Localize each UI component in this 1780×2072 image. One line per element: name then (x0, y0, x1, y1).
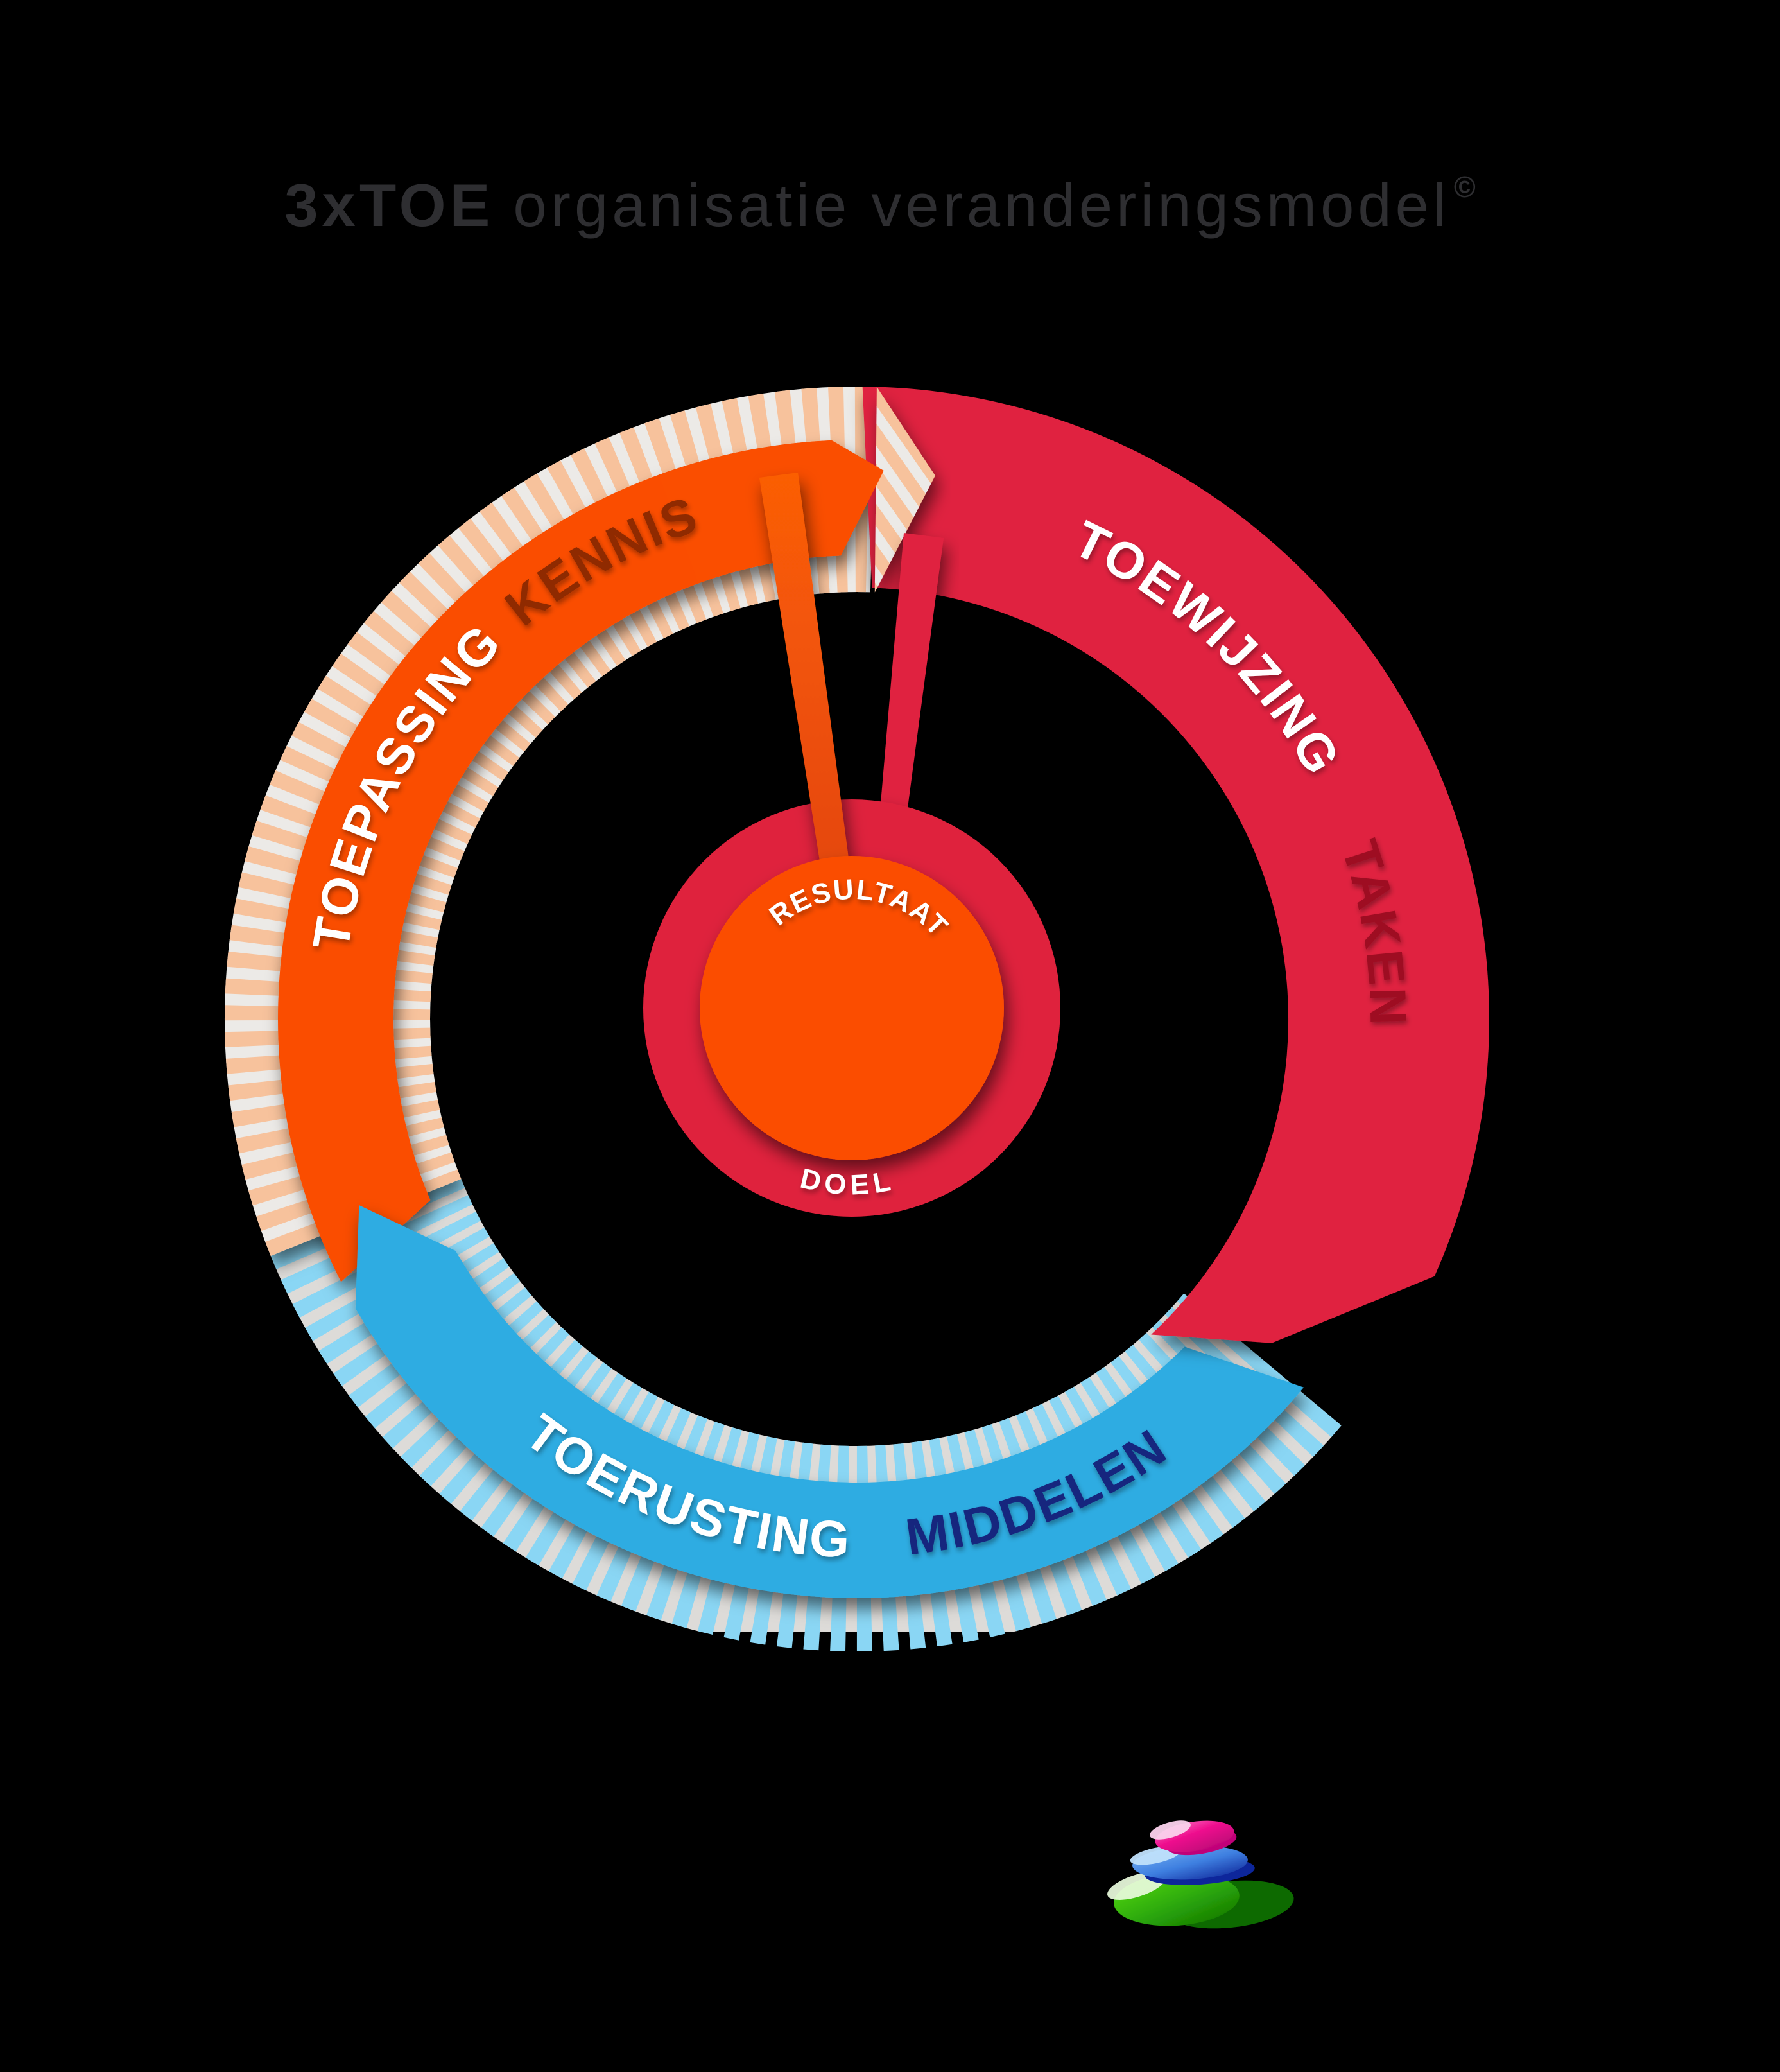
center-resultaat-circle (700, 856, 1004, 1160)
balancing-stones-logo (1107, 1820, 1294, 1929)
stone-blue-highlight (1130, 1846, 1181, 1865)
page-title: 3xTOE organisatie veranderingsmodel© (284, 170, 1479, 239)
stem-orange (759, 473, 850, 873)
arc-toepassing-band (278, 440, 884, 1282)
stone-pink-highlight (1150, 1820, 1191, 1840)
arc-toewijzing-band (862, 387, 1489, 1343)
stem-red (881, 533, 944, 808)
title-brand: 3xTOE (284, 171, 494, 239)
arc-toerusting-band (355, 1205, 1304, 1599)
trim-orange-chevron-tip (874, 387, 935, 593)
copyright-icon: © (1454, 170, 1480, 204)
title-rest: organisatie veranderingsmodel (513, 171, 1449, 239)
